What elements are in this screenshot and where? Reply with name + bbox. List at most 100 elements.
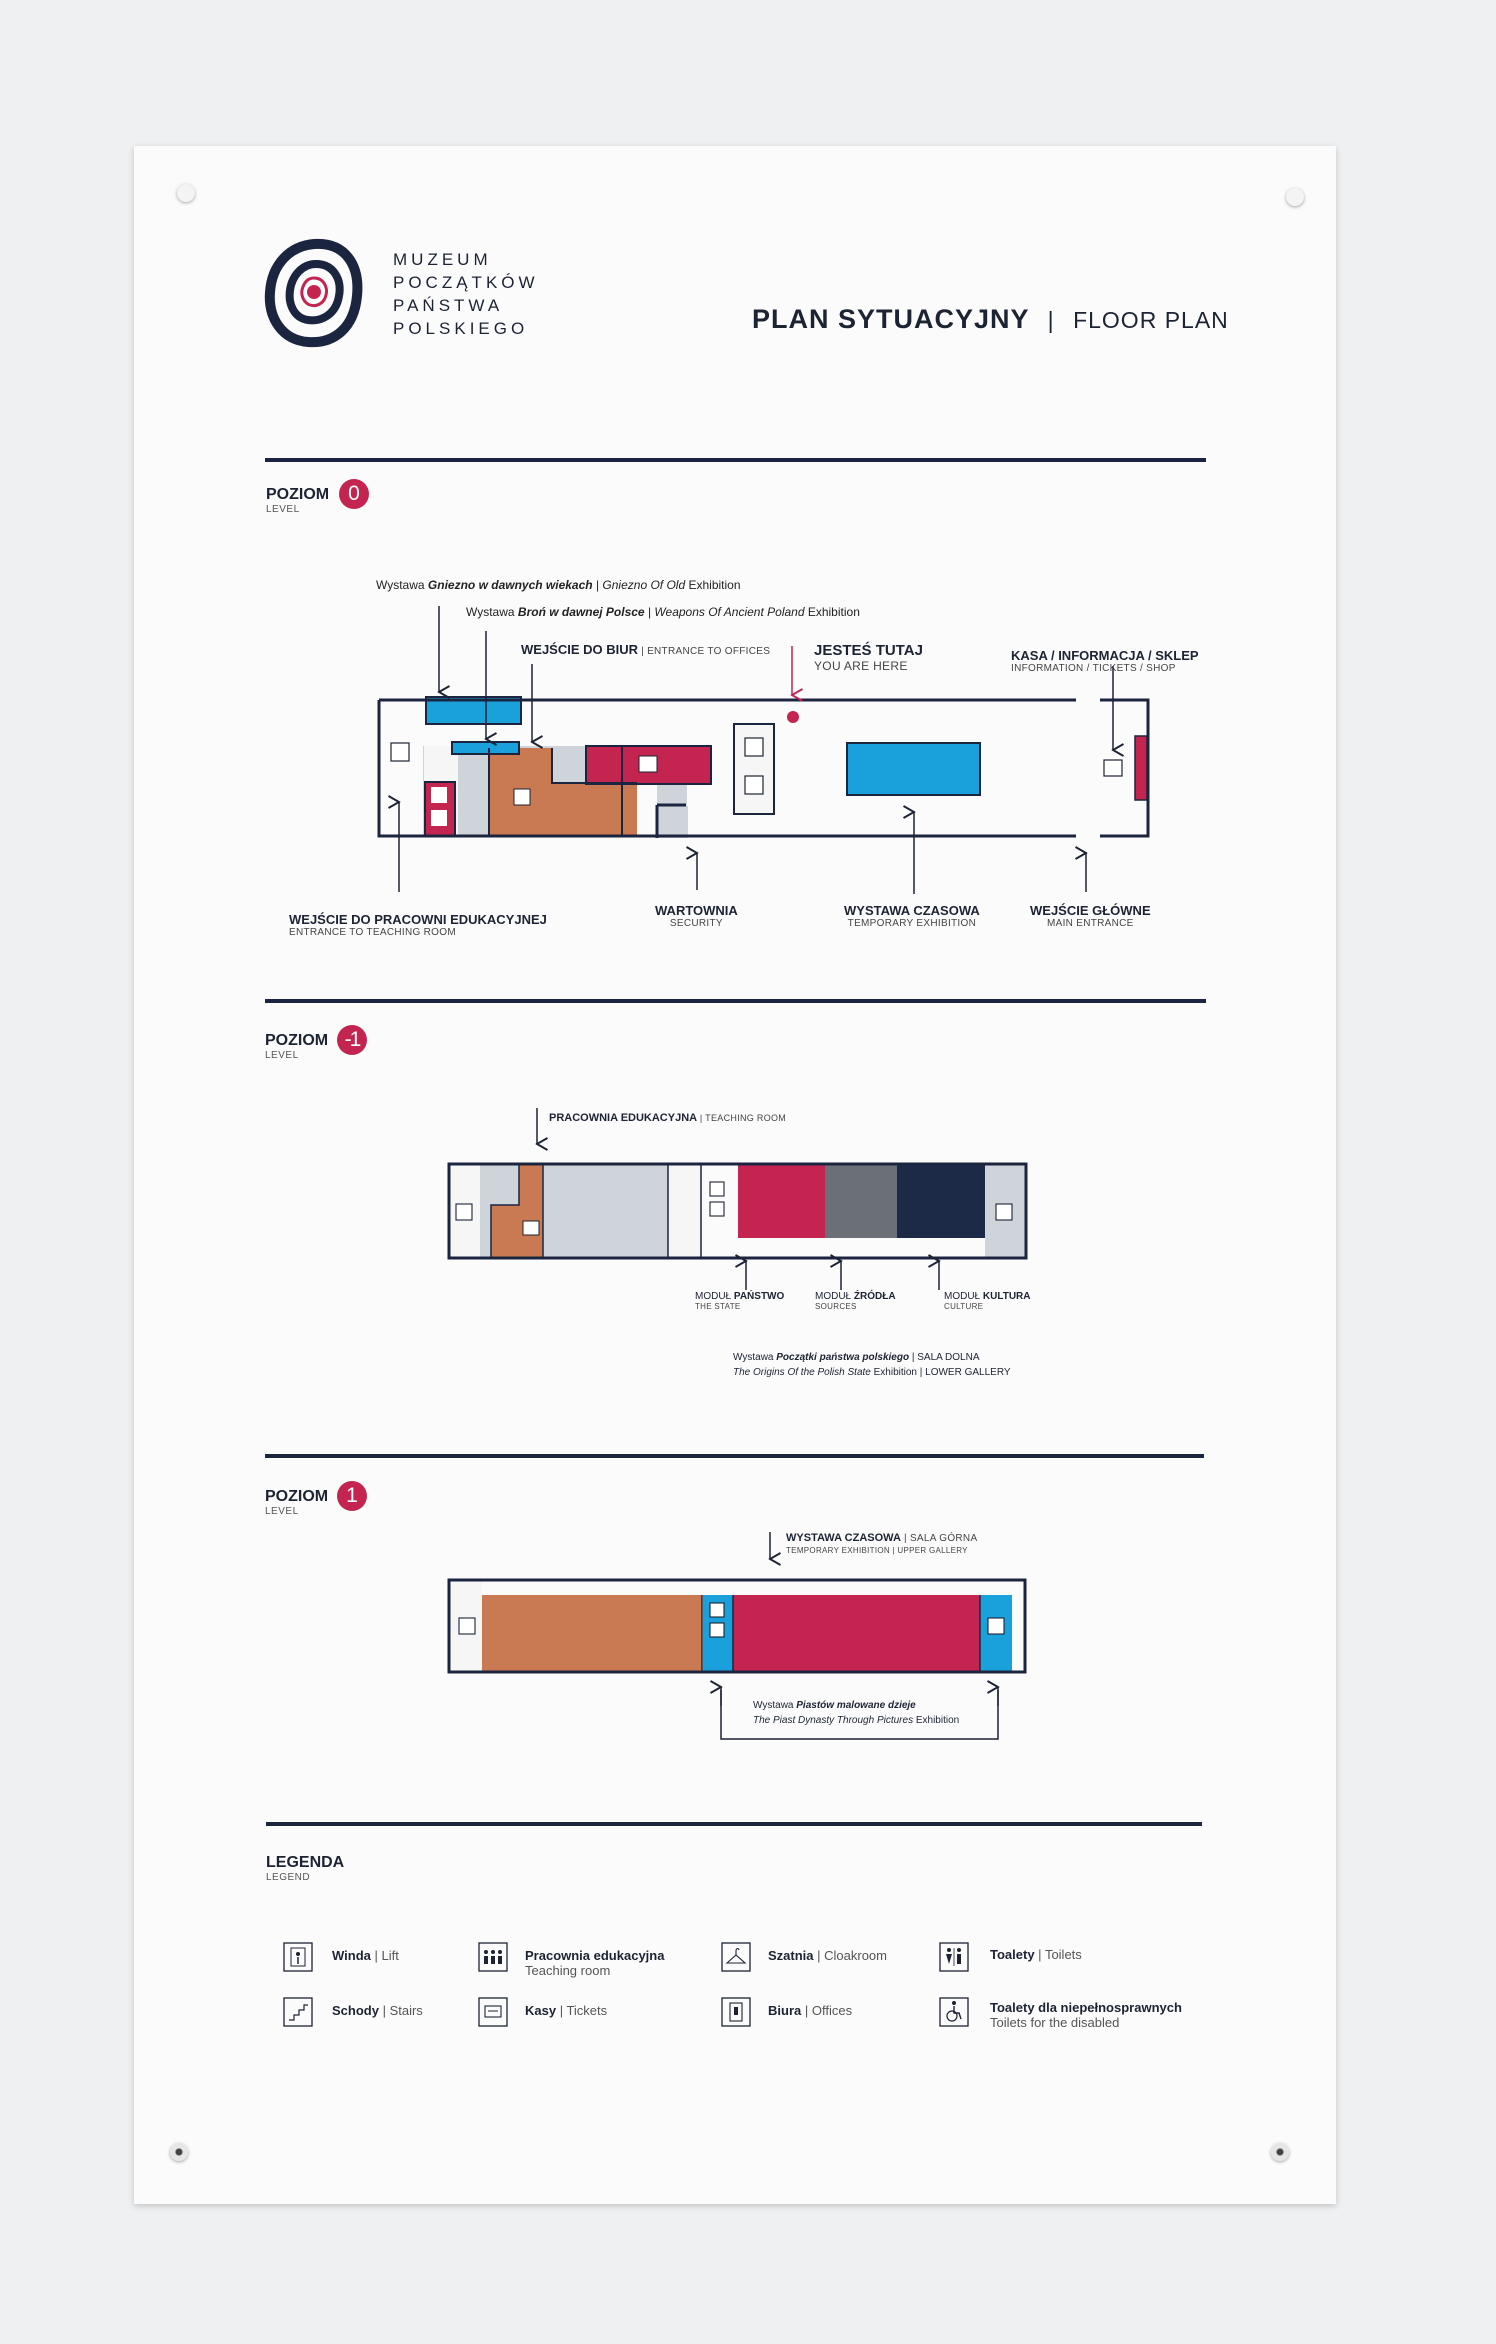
level-sub: LEVEL (265, 1050, 299, 1061)
museum-name-line: POCZĄTKÓW (393, 273, 539, 292)
text: WYSTAWA CZASOWA | SALA GÓRNA (786, 1528, 977, 1546)
text: MODUŁ PAŃSTWO (695, 1291, 784, 1302)
level-label: POZIOM (265, 1488, 329, 1505)
lift-icon (709, 1602, 725, 1618)
temporary-exhibition-room (846, 742, 981, 796)
legend-item-stairs: Schody | Stairs (332, 2003, 423, 2018)
level-label: POZIOM (265, 1032, 329, 1049)
level-minus1-heading: POZIOM LEVEL (265, 1032, 328, 1061)
text: | SALA GÓRNA (900, 1533, 978, 1544)
text: WYSTAWA CZASOWA (844, 903, 980, 918)
teaching-room-icon (522, 1220, 540, 1236)
text: WARTOWNIA (655, 903, 738, 918)
text: KASA / INFORMACJA / SKLEP (1011, 648, 1199, 663)
text: Wystawa (733, 1352, 777, 1363)
text: Szatnia (768, 1948, 814, 1963)
text: WEJŚCIE GŁÓWNE (1030, 903, 1151, 918)
legend-item-tickets: Kasy | Tickets (525, 2003, 607, 2018)
museum-name-line: PAŃSTWA (393, 296, 504, 315)
you-are-here-dot (787, 711, 799, 723)
module-state (738, 1165, 825, 1238)
stairs-icon (987, 1617, 1005, 1635)
legend-item-lift: Winda | Lift (332, 1948, 399, 1963)
text: Tickets (566, 2003, 608, 2018)
screw-bottom-right (1271, 2143, 1289, 2161)
text: Gniezno w dawnych wiekach (427, 578, 593, 592)
text: MAIN ENTRANCE (1046, 918, 1134, 929)
text: SECURITY (669, 918, 723, 929)
offices-entrance-label: WEJŚCIE DO BIUR | ENTRANCE TO OFFICES (521, 641, 770, 659)
exhibit-gniezno-label: Wystawa Gniezno w dawnych wiekach | Gnie… (376, 578, 741, 592)
text: KULTURA (982, 1291, 1031, 1302)
screw-top-left (177, 184, 195, 202)
tickets-icon (1103, 759, 1123, 777)
floor-plan-board: MUZEUM POCZĄTKÓW PAŃSTWA POLSKIEGO PLAN … (134, 146, 1336, 2204)
exhibit-weapons-label: Wystawa Broń w dawnej Polsce | Weapons O… (466, 605, 860, 619)
teaching-room-icon (478, 1942, 508, 1972)
title-pl: PLAN SYTUACYJNY (752, 304, 1030, 334)
legend-title: LEGENDA (266, 1854, 345, 1871)
text: Wystawa (466, 605, 518, 619)
text: The Origins Of the Polish State (733, 1367, 871, 1378)
stairs-icon (709, 1622, 725, 1638)
text: Schody (332, 2003, 379, 2018)
page-title: PLAN SYTUACYJNY | FLOOR PLAN (752, 304, 1229, 335)
text: | ENTRANCE TO OFFICES (638, 646, 771, 657)
text: The Origins Of the Polish State Exhibiti… (733, 1365, 1011, 1380)
text: MODUŁ (695, 1291, 734, 1302)
museum-name-line: POLSKIEGO (393, 319, 529, 338)
level-label: POZIOM (266, 486, 330, 503)
legend-item-disabled-toilets: Toalety dla niepełnosprawnych Toilets fo… (990, 2000, 1182, 2030)
level-1-heading: POZIOM LEVEL (265, 1488, 328, 1517)
text: Biura (768, 2003, 802, 2018)
text: ENTRANCE TO TEACHING ROOM (289, 927, 456, 938)
text: JESTEŚ TUTAJ (814, 642, 923, 659)
text: | (1034, 1947, 1045, 1962)
text: TEMPORARY EXHIBITION (847, 918, 977, 929)
text: | (592, 578, 603, 592)
toilets-icon (431, 787, 447, 803)
text: WYSTAWA CZASOWA (786, 1532, 901, 1544)
text: MODUŁ ŹRÓDŁA (815, 1291, 896, 1302)
piast-exhibit-bracket (720, 1690, 999, 1740)
text: WEJŚCIE DO BIUR (521, 642, 639, 657)
title-separator: | (1047, 307, 1055, 333)
text: MODUŁ (815, 1291, 854, 1302)
room-crimson-piast (733, 1595, 980, 1671)
text: MODUŁ KULTURA (944, 1291, 1031, 1302)
level-sub: LEVEL (266, 504, 300, 515)
text: Teaching room (525, 1963, 611, 1978)
text: Exhibition (804, 605, 860, 619)
room-crimson-toilets (424, 781, 456, 837)
module-culture (897, 1165, 985, 1238)
level-minus1-floor-plan (447, 1108, 1028, 1290)
text: Cloakroom (824, 1948, 887, 1963)
text: THE STATE (695, 1302, 741, 1311)
text: | (801, 2003, 812, 2018)
main-entrance-label: WEJŚCIE GŁÓWNE MAIN ENTRANCE (1030, 903, 1151, 929)
text: Offices (811, 2003, 853, 2018)
divider (265, 999, 1206, 1003)
stairs-icon (995, 1203, 1013, 1221)
text: Lift (381, 1948, 399, 1963)
text: Winda (332, 1948, 371, 1963)
text: PRACOWNIA EDUKACYJNA (549, 1112, 698, 1124)
text: Exhibition (685, 578, 741, 592)
upper-gallery-label: WYSTAWA CZASOWA | SALA GÓRNA TEMPORARY E… (786, 1528, 977, 1555)
text: | (644, 605, 655, 619)
legend-icons (283, 1942, 969, 2027)
text: Początki państwa polskiego (776, 1352, 910, 1363)
text: | SALA DOLNA (909, 1352, 980, 1363)
level-0-heading: POZIOM LEVEL (266, 486, 329, 515)
module-state-label: MODUŁ PAŃSTWO THE STATE (695, 1291, 784, 1311)
legend-sub: LEGEND (266, 1872, 311, 1883)
lift-icon (744, 737, 764, 757)
cloakroom-icon (721, 1942, 751, 1972)
stairs-icon (744, 775, 764, 795)
museum-name: MUZEUM POCZĄTKÓW PAŃSTWA POLSKIEGO (393, 248, 539, 340)
text: YOU ARE HERE (814, 659, 908, 673)
text: Wystawa Piastów malowane dzieje (753, 1698, 959, 1713)
ticket-office-label: KASA / INFORMACJA / SKLEP INFORMATION / … (1011, 648, 1199, 674)
text: WEJŚCIE DO PRACOWNI EDUKACYJNEJ (289, 912, 547, 927)
text: MODUŁ (944, 1291, 983, 1302)
